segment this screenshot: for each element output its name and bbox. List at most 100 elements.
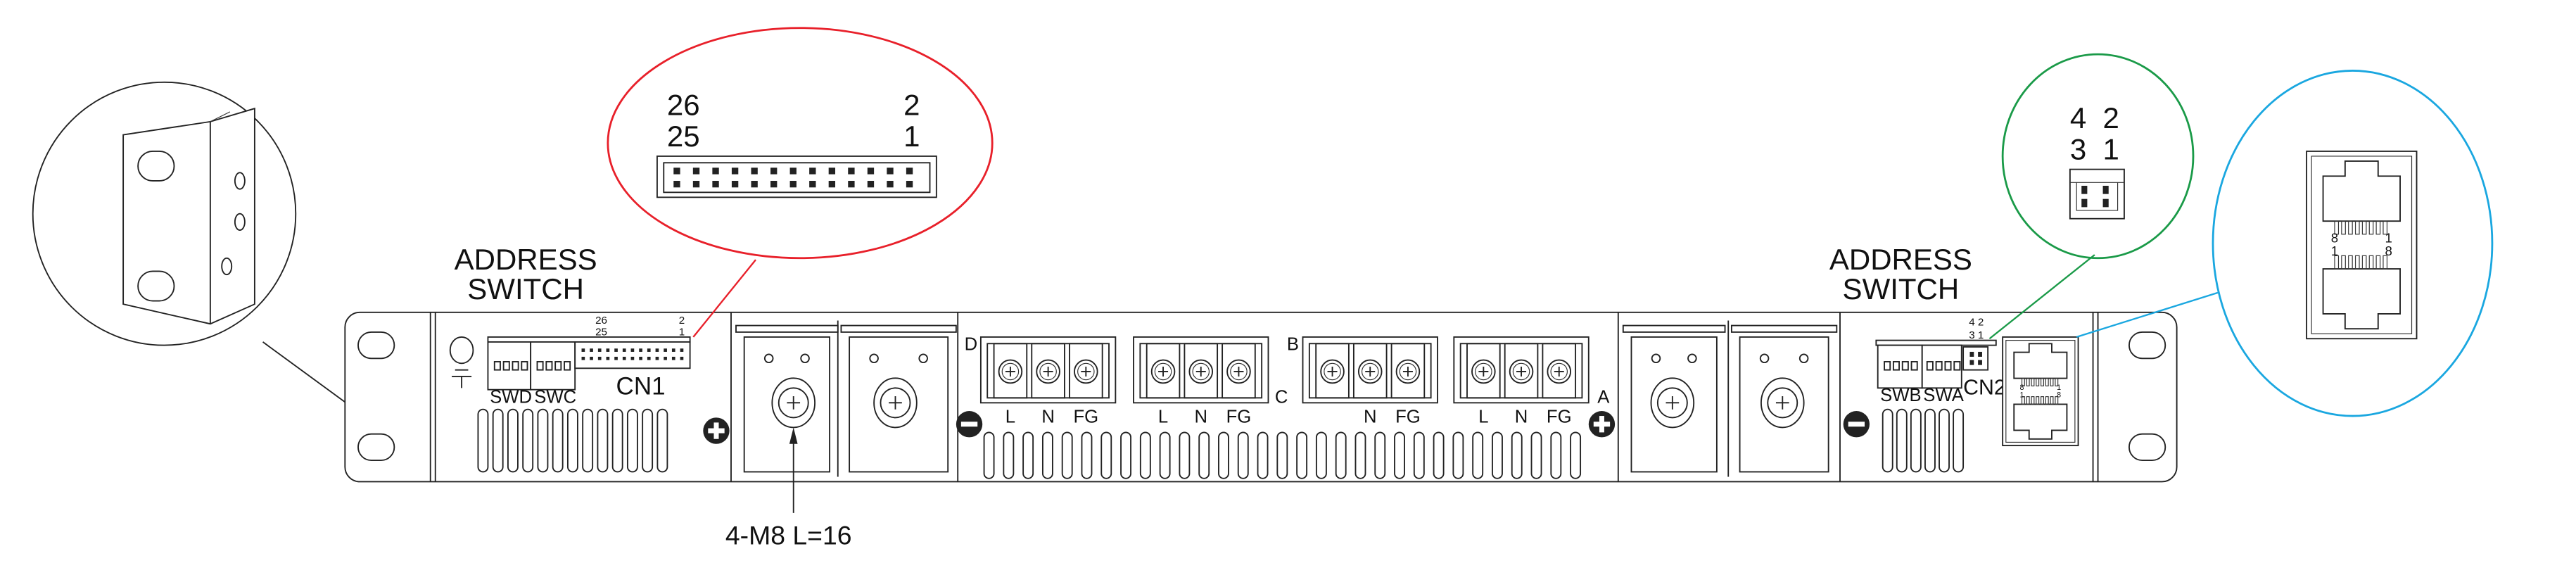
vent-group — [983, 431, 1582, 479]
dip-key[interactable] — [1910, 361, 1918, 371]
dip-key[interactable] — [1892, 361, 1900, 371]
mount-screw[interactable] — [1767, 387, 1798, 419]
dip-key[interactable] — [1901, 361, 1909, 371]
connector-pin — [809, 180, 816, 188]
busbar-plate — [849, 336, 949, 473]
connector-pin — [639, 356, 642, 360]
dip-key[interactable] — [1953, 361, 1961, 371]
screw-cross-icon — [1775, 396, 1789, 410]
terminal-screw-head — [1550, 362, 1568, 381]
vent-slot — [1120, 431, 1131, 479]
mount-screw[interactable] — [1656, 387, 1688, 419]
pin-label: 2 — [679, 315, 685, 327]
connector-pin — [581, 356, 585, 360]
dip-key[interactable] — [1935, 361, 1943, 371]
ear-hole — [357, 331, 395, 360]
dip-key[interactable] — [1884, 361, 1891, 371]
dip-key[interactable] — [554, 361, 562, 371]
ear-hole — [2128, 433, 2166, 462]
vent-slot — [642, 408, 654, 473]
plate-hole — [1759, 353, 1770, 364]
address-switch-label: SWITCH — [467, 272, 584, 305]
terminal-screw[interactable] — [1357, 359, 1383, 384]
rj45-contact — [2021, 396, 2025, 405]
rj45-contact — [2031, 378, 2035, 386]
dip-switch-swc[interactable] — [530, 341, 576, 391]
connector-pin — [673, 167, 680, 175]
dip-switch-swb[interactable] — [1877, 344, 1923, 389]
connector-pin — [590, 356, 593, 360]
connector-pin — [887, 167, 894, 175]
minus-terminal-icon — [956, 411, 983, 438]
rj45-contact — [2368, 220, 2374, 235]
terminal-screw[interactable] — [1471, 359, 1496, 384]
rj45-contact — [2354, 255, 2360, 270]
terminal-pin-label: FG — [1073, 407, 1098, 426]
terminal-screw[interactable] — [1074, 359, 1098, 384]
dip-key[interactable] — [512, 361, 519, 371]
terminal-screw-head — [1039, 362, 1057, 381]
plate-hole — [1651, 353, 1661, 364]
dip-key[interactable] — [521, 361, 528, 371]
dip-key[interactable] — [545, 361, 553, 371]
mount-screw-washer[interactable] — [1650, 377, 1695, 429]
dip-key[interactable] — [1926, 361, 1934, 371]
rj45-contact — [2368, 255, 2374, 270]
rj45-jack-top — [2013, 343, 2068, 379]
mount-screw[interactable] — [778, 387, 809, 419]
rj45-jack-bottom — [2013, 403, 2068, 440]
connector-pin — [731, 180, 739, 188]
rj45-contact — [2026, 396, 2030, 405]
terminal-id-label: C — [1275, 387, 1288, 407]
screw-cross-icon — [1043, 366, 1053, 377]
terminal-screw-head — [1077, 362, 1095, 381]
bracket-detail — [32, 81, 349, 405]
vent-slot — [1335, 431, 1347, 479]
pin-label: 3 — [2070, 133, 2086, 166]
vent-slot — [1550, 431, 1562, 479]
vent-slot — [1003, 431, 1015, 479]
rj45-pin-label: 1 — [2057, 384, 2061, 392]
terminal-screw[interactable] — [1188, 359, 1214, 384]
dip-key[interactable] — [564, 361, 571, 371]
connector-pin — [647, 356, 651, 360]
connector-pin — [680, 356, 684, 360]
terminal-screw[interactable] — [1395, 359, 1421, 384]
terminal-screw[interactable] — [1150, 359, 1176, 384]
rj45-contact — [2375, 220, 2381, 235]
terminal-screw[interactable] — [1036, 359, 1060, 384]
mount-screw-washer[interactable] — [873, 377, 918, 429]
plate-hole — [763, 353, 774, 364]
dip-key[interactable] — [493, 361, 501, 371]
screw-cross-icon — [1233, 366, 1244, 377]
terminal-screw[interactable] — [1226, 359, 1251, 384]
terminal-pin-label: N — [1041, 407, 1055, 426]
vent-slot — [1296, 431, 1308, 479]
dip-key[interactable] — [502, 361, 510, 371]
terminal-screw[interactable] — [1509, 359, 1534, 384]
dip-key[interactable] — [536, 361, 544, 371]
mount-screw-washer[interactable] — [1760, 377, 1805, 429]
connector-pin — [692, 180, 700, 188]
terminal-screw[interactable] — [1320, 359, 1345, 384]
terminal-screw-head — [1192, 362, 1210, 381]
rj45-pin-label: 8 — [2057, 391, 2061, 400]
mount-screw[interactable] — [880, 387, 911, 419]
vent-slot — [1315, 431, 1327, 479]
vent-slot — [522, 408, 534, 473]
screw-cross-icon — [1665, 396, 1680, 410]
cn2-connector[interactable] — [1962, 346, 1989, 371]
bracket-slot-top — [137, 150, 175, 182]
vent-slot — [1394, 431, 1405, 479]
terminal-screw[interactable] — [998, 359, 1023, 384]
cn1-connector[interactable] — [574, 341, 691, 369]
terminal-screw[interactable] — [1547, 359, 1572, 384]
connector-pin — [590, 348, 593, 352]
dip-key[interactable] — [1944, 361, 1952, 371]
vent-slot — [582, 408, 594, 473]
